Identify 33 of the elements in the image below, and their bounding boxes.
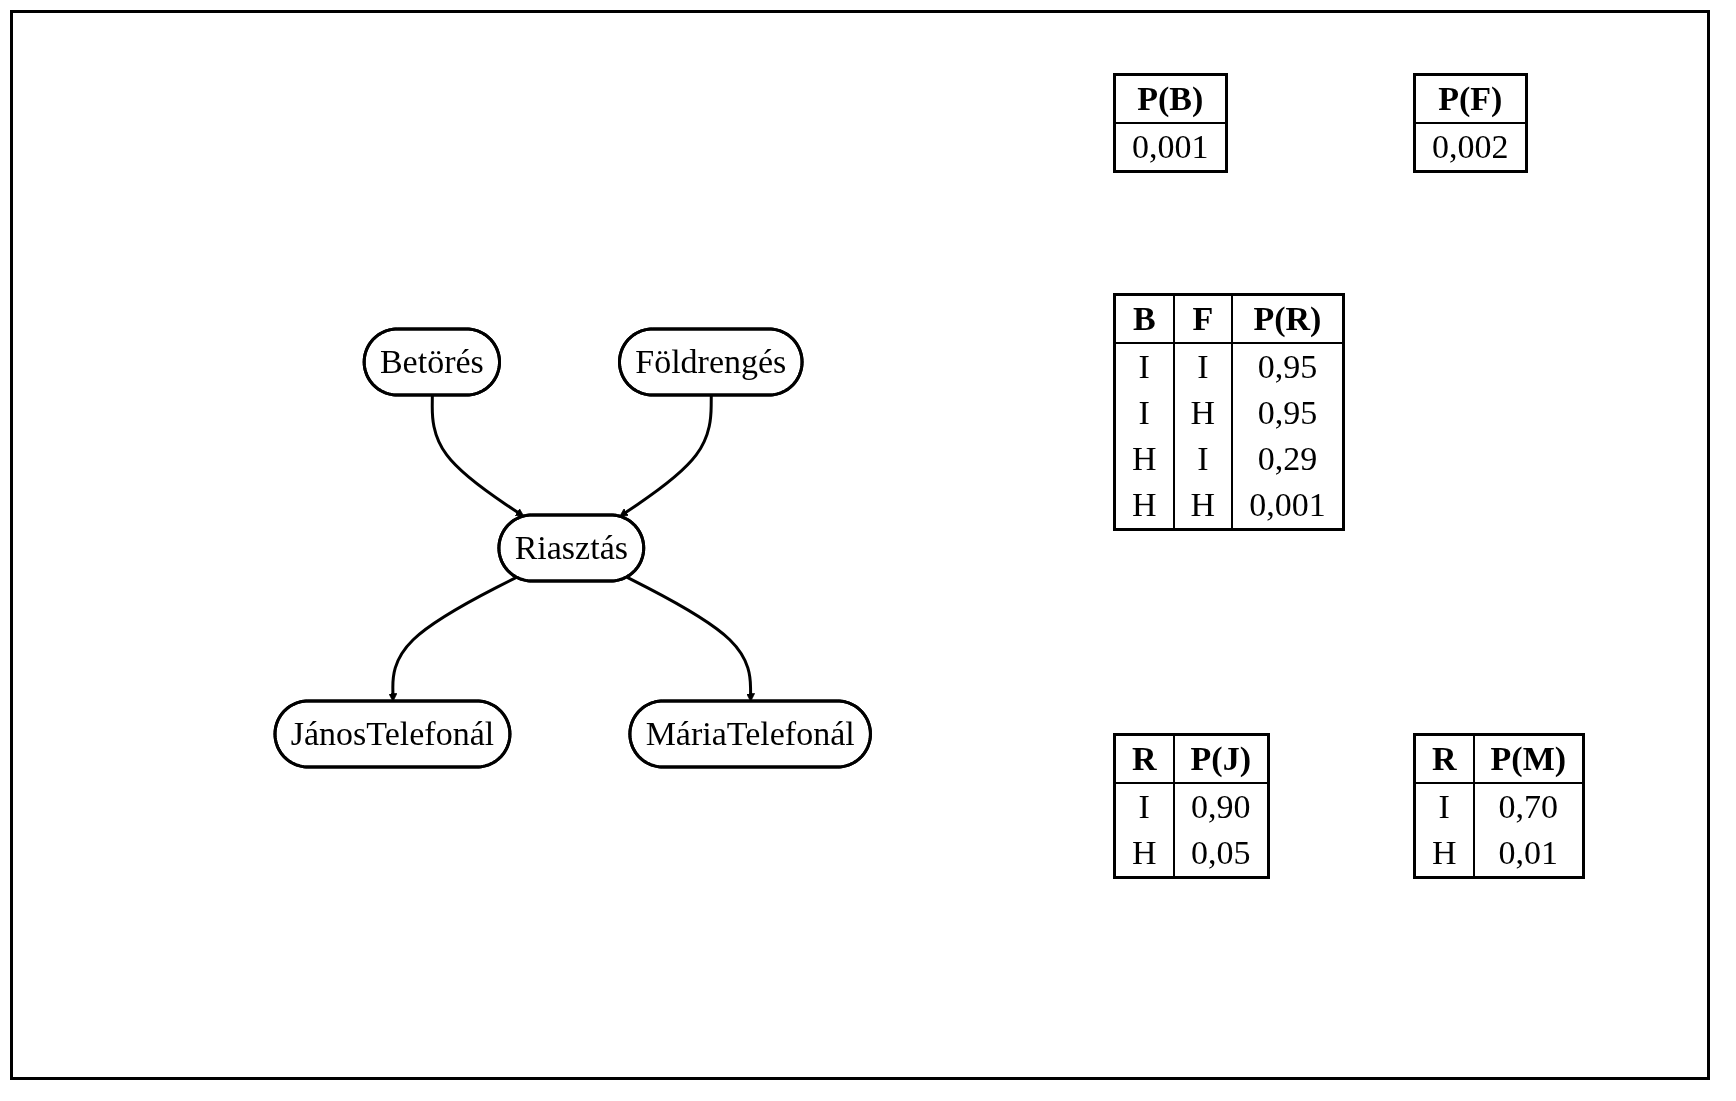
column-header: R (1114, 734, 1174, 783)
probability-value: 0,95 (1232, 343, 1344, 390)
probability-value: I (1114, 390, 1174, 436)
probability-value: 0,002 (1414, 123, 1526, 172)
arrow (431, 395, 525, 517)
probability-value: 0,05 (1173, 830, 1269, 878)
probability-value: H (1173, 390, 1233, 436)
column-header: B (1114, 294, 1174, 343)
column-header: P(R) (1232, 294, 1344, 343)
probability-value: H (1114, 830, 1174, 878)
probability-value: I (1414, 783, 1474, 830)
probability-value: I (1173, 436, 1233, 482)
probability-value: H (1173, 482, 1233, 530)
probability-value: 0,70 (1473, 783, 1584, 830)
arrow (619, 395, 714, 517)
column-header: P(J) (1173, 734, 1269, 783)
probability-value: H (1114, 436, 1174, 482)
probability-value: H (1114, 482, 1174, 530)
probability-value: I (1114, 783, 1174, 830)
column-header: P(M) (1473, 734, 1584, 783)
column-header: P(F) (1414, 74, 1526, 123)
probability-value: 0,90 (1173, 783, 1269, 830)
probability-value: H (1414, 830, 1474, 878)
probability-value: 0,29 (1232, 436, 1344, 482)
probability-value: I (1114, 343, 1174, 390)
probability-value: 0,001 (1114, 123, 1226, 172)
column-header: P(B) (1114, 74, 1226, 123)
probability-value: I (1173, 343, 1233, 390)
probability-value: 0,001 (1232, 482, 1344, 530)
column-header: F (1173, 294, 1233, 343)
probability-value: 0,95 (1232, 390, 1344, 436)
column-header: R (1414, 734, 1474, 783)
probability-value: 0,01 (1473, 830, 1584, 878)
